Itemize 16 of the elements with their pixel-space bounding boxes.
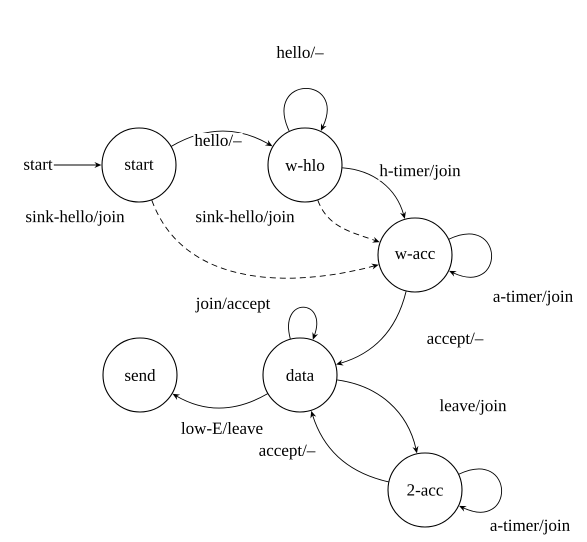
edge-label: join/accept — [194, 296, 272, 314]
arrow — [448, 234, 492, 278]
edge-label: leave/join — [438, 398, 508, 416]
edge-label: hello/– — [275, 45, 325, 59]
edge-label: hello/– — [193, 133, 243, 147]
start-label: start — [24, 160, 53, 170]
edge-label: a-timer/join — [492, 290, 574, 306]
edge-label: sink-hello/join — [24, 209, 126, 227]
arrow — [284, 88, 328, 132]
edge-label: sink-hello/join — [194, 209, 296, 227]
edge-label: accept/– — [258, 444, 316, 460]
edge-label: h-timer/join — [378, 163, 462, 181]
edge-label: a-timer/join — [488, 518, 572, 536]
edge-label: accept/– — [426, 332, 484, 348]
edge-label: low-E/leave — [180, 421, 264, 435]
arrow — [458, 468, 502, 512]
